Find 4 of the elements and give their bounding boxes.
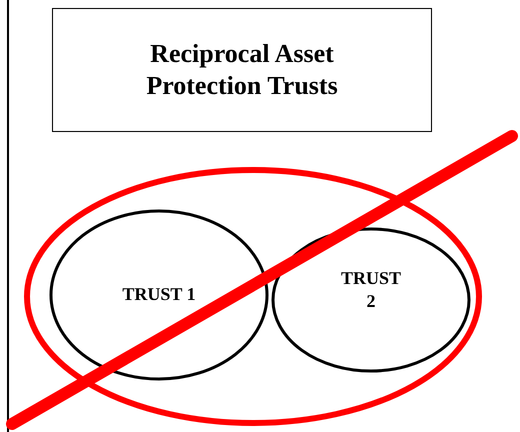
- title-text: Reciprocal Asset Protection Trusts: [145, 38, 339, 102]
- trust-label: TRUST 1: [121, 283, 197, 306]
- title-box: [52, 8, 432, 132]
- trust-label: TRUST 2: [340, 266, 402, 313]
